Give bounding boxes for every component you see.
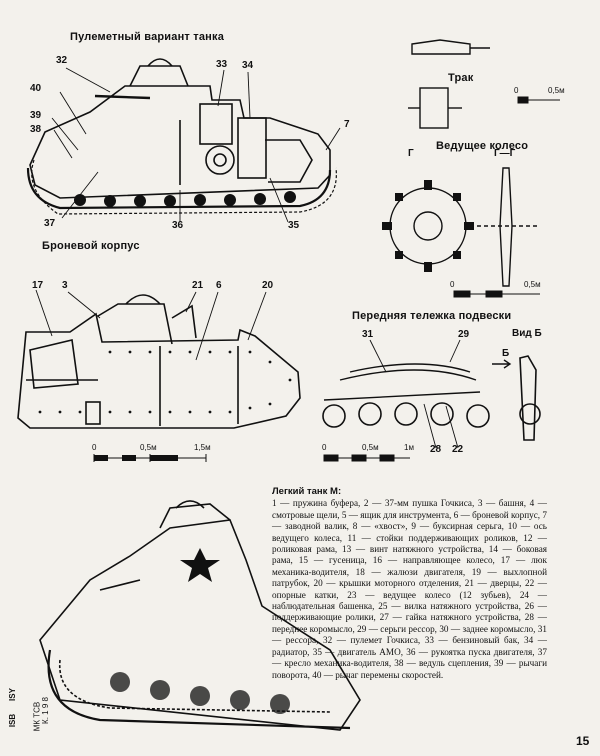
callout-37: 37	[44, 218, 56, 229]
callout-38: 38	[30, 124, 42, 135]
legend-title: Легкий танк М:	[272, 486, 342, 497]
track-scale-zero: 0	[514, 86, 519, 95]
parts-legend: Легкий танк М: 1 — пружина буфера, 2 — 3…	[272, 486, 547, 681]
stamp-top-text: К. 1 9 8	[40, 697, 50, 724]
stamp-side-text: МК ТСВ	[32, 701, 42, 732]
hull-scale-zero: 0	[92, 443, 97, 452]
callout-29: 29	[458, 329, 470, 340]
stamp-code-2: ISB	[8, 713, 18, 728]
callout-33: 33	[216, 59, 228, 70]
callout-20: 20	[262, 280, 274, 291]
mg-variant-caption: Пулеметный вариант танка	[70, 31, 225, 43]
callout-39: 39	[30, 110, 42, 121]
hull-scale-full: 1,5м	[194, 443, 211, 452]
callout-36: 36	[172, 220, 184, 231]
callout-17: 17	[32, 280, 44, 291]
view-b-label: Вид Б	[512, 328, 542, 339]
stamp-code-1: ISY	[7, 688, 17, 701]
legend-body: 1 — пружина буфера, 2 — 37-мм пушка Гочк…	[272, 498, 547, 680]
callout-28: 28	[430, 444, 442, 455]
callout-6: 6	[216, 280, 222, 291]
callout-35: 35	[288, 220, 300, 231]
hull-scale-half: 0,5м	[140, 443, 157, 452]
bogie-scale-full: 1м	[404, 443, 414, 452]
callout-7: 7	[344, 119, 350, 130]
front-bogie-caption: Передняя тележка подвески	[352, 310, 512, 322]
callout-21: 21	[192, 280, 204, 291]
wheel-scale-half: 0,5м	[524, 280, 541, 289]
bogie-scale-half: 0,5м	[362, 443, 379, 452]
callout-32: 32	[56, 55, 68, 66]
callout-3: 3	[62, 280, 68, 291]
wheel-scale-zero: 0	[450, 280, 455, 289]
callout-22: 22	[452, 444, 464, 455]
section-g-label: Г	[408, 148, 414, 159]
section-gg-label: Г—Г	[494, 148, 516, 159]
armored-hull-caption: Броневой корпус	[42, 240, 140, 252]
track-scale-half: 0,5м	[548, 86, 565, 95]
arrow-b-label: Б	[502, 348, 510, 359]
page-number: 15	[576, 734, 590, 748]
callout-31: 31	[362, 329, 374, 340]
track-caption: Трак	[448, 72, 474, 84]
callout-40: 40	[30, 83, 42, 94]
callout-34: 34	[242, 60, 254, 71]
bogie-scale-zero: 0	[322, 443, 327, 452]
drive-wheel-caption: Ведущее колесо	[436, 140, 529, 152]
